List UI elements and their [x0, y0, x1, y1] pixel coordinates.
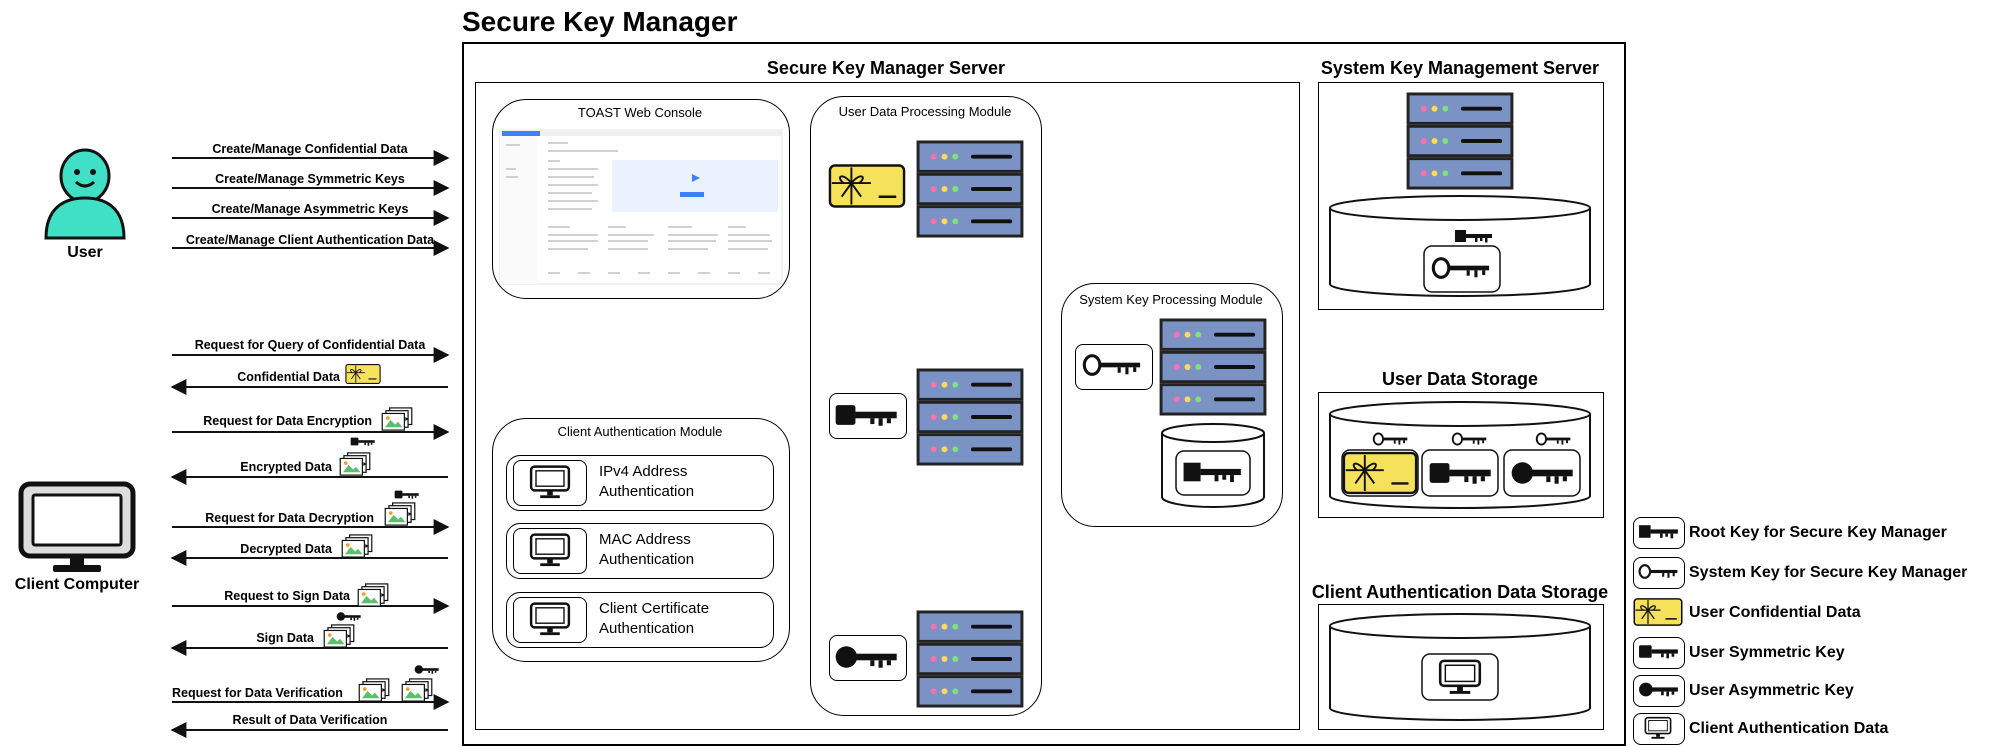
- page-title: Secure Key Manager: [462, 6, 738, 37]
- client-auth-data-icon: [1644, 716, 1672, 740]
- cert-auth-row: Client Certificate Authentication: [506, 592, 774, 648]
- user-label: User: [67, 244, 103, 261]
- data-icon: [356, 583, 390, 607]
- server-icon: [915, 610, 1025, 708]
- flow-arrows: [170, 150, 450, 738]
- sign-data-icon: [322, 624, 356, 648]
- client-auth-storage-title: Client Authentication Data Storage: [1311, 582, 1609, 602]
- mac-auth-label: MAC Address Authentication: [599, 531, 695, 568]
- flow-label-client-2: Confidential Data: [237, 370, 340, 384]
- flow-label-client-7: Request to Sign Data: [224, 589, 350, 603]
- asymmetric-key-icon: [414, 664, 440, 675]
- legend-label: Client Authentication Data: [1689, 720, 1889, 737]
- data-icon: [357, 678, 391, 702]
- server-icon: [915, 140, 1025, 238]
- data-icon: [383, 502, 417, 526]
- server-icon: [1158, 318, 1268, 416]
- system-key-icon: [1082, 353, 1144, 377]
- flow-label-client-1: Request for Query of Confidential Data: [194, 338, 426, 352]
- legend-label: User Symmetric Key: [1689, 644, 1845, 661]
- encrypted-data-icon: [338, 452, 372, 476]
- asymmetric-key-icon: [1638, 681, 1680, 698]
- flow-label-client-6: Decrypted Data: [240, 542, 332, 556]
- flow-label-client-10: Result of Data Verification: [232, 713, 388, 727]
- symmetric-key-icon: [1638, 643, 1680, 660]
- flow-label-user-2: Create/Manage Symmetric Keys: [215, 172, 405, 186]
- flow-label-client-3: Request for Data Encryption: [203, 414, 372, 428]
- symmetric-key-icon: [834, 402, 900, 428]
- confidential-data-icon: [1633, 597, 1683, 627]
- server-icon: [915, 368, 1025, 466]
- user-data-module-title: User Data Processing Module: [838, 104, 1012, 119]
- web-console-screenshot: [499, 129, 783, 285]
- client-computer-icon: [18, 481, 136, 572]
- asymmetric-key-icon: [834, 644, 900, 670]
- mac-auth-row: MAC Address Authentication: [506, 523, 774, 579]
- flow-label-client-9: Request for Data Verification: [172, 686, 343, 700]
- user-icon: [44, 148, 126, 240]
- confidential-data-icon: [345, 363, 381, 385]
- flow-label-user-4: Create/Manage Client Authentication Data: [185, 233, 435, 247]
- client-auth-storage-cylinder: [1329, 613, 1591, 721]
- monitor-icon: [529, 464, 571, 500]
- client-auth-module-title: Client Authentication Module: [557, 424, 723, 439]
- flow-label-user-3: Create/Manage Asymmetric Keys: [211, 202, 409, 216]
- system-key-server-title: System Key Management Server: [1320, 58, 1600, 78]
- server-title: Secure Key Manager Server: [766, 58, 1006, 78]
- legend-label: Root Key for Secure Key Manager: [1689, 524, 1947, 541]
- legend-label: User Asymmetric Key: [1689, 682, 1854, 699]
- system-key-module-title: System Key Processing Module: [1079, 292, 1263, 307]
- flow-label-client-8: Sign Data: [256, 631, 314, 645]
- asymmetric-key-icon: [336, 611, 362, 622]
- decrypted-data-icon: [340, 534, 374, 558]
- flow-label-client-4: Encrypted Data: [240, 460, 332, 474]
- ipv4-auth-label: IPv4 Address Authentication: [599, 463, 695, 500]
- system-key-storage-cylinder: [1329, 195, 1591, 297]
- signature-icon: [400, 678, 434, 702]
- legend-label: User Confidential Data: [1689, 604, 1861, 621]
- ipv4-auth-row: IPv4 Address Authentication: [506, 455, 774, 511]
- client-label: Client Computer: [14, 576, 140, 593]
- web-console-title: TOAST Web Console: [577, 105, 703, 120]
- server-icon: [1405, 92, 1515, 190]
- user-data-storage-cylinder: [1329, 401, 1591, 509]
- data-icon: [380, 407, 414, 431]
- root-key-storage-cylinder: [1161, 423, 1265, 508]
- user-data-storage-title: User Data Storage: [1381, 369, 1539, 389]
- flow-label-user-1: Create/Manage Confidential Data: [212, 142, 408, 156]
- root-key-icon: [1638, 523, 1680, 540]
- symmetric-key-icon: [394, 489, 420, 500]
- cert-auth-label: Client Certificate Authentication: [599, 600, 710, 637]
- client-computer: [18, 481, 136, 573]
- symmetric-key-icon: [350, 436, 376, 447]
- monitor-icon: [529, 601, 571, 637]
- user-actor: [40, 148, 130, 248]
- system-key-icon: [1638, 563, 1680, 580]
- flow-label-client-5: Request for Data Decryption: [205, 511, 374, 525]
- monitor-icon: [529, 532, 571, 568]
- confidential-data-icon: [828, 163, 906, 209]
- legend-label: System Key for Secure Key Manager: [1689, 564, 1968, 581]
